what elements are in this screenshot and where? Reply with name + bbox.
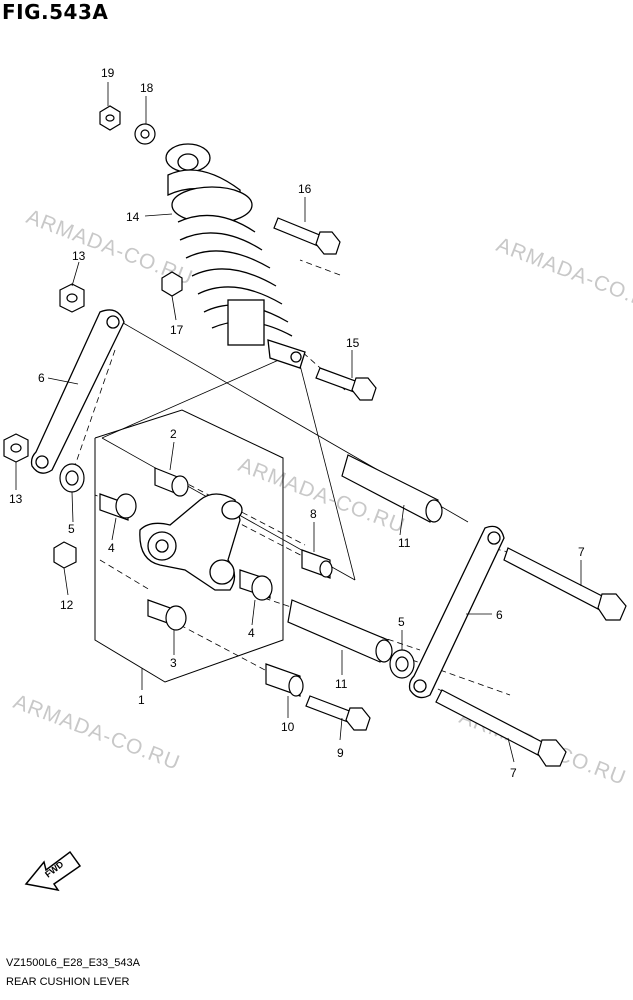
callout-11-upper: 11 — [398, 536, 411, 550]
bearing-2 — [154, 467, 189, 497]
cushion-lever — [139, 493, 243, 591]
nut-17 — [161, 271, 183, 297]
callout-17: 17 — [170, 323, 184, 337]
callout-15: 15 — [346, 336, 360, 350]
callout-9: 9 — [337, 746, 344, 760]
callout-13-bottom: 13 — [9, 492, 23, 506]
callout-1: 1 — [138, 693, 145, 707]
leader-lines — [15, 82, 582, 763]
bearing-3 — [147, 599, 187, 631]
callout-12: 12 — [60, 598, 74, 612]
callout-18: 18 — [140, 81, 154, 95]
callout-7-upper: 7 — [578, 545, 585, 559]
callout-5-left: 5 — [68, 522, 75, 536]
callout-2: 2 — [170, 427, 177, 441]
bolt-15 — [315, 367, 377, 401]
callout-4-left: 4 — [108, 541, 115, 555]
callout-19: 19 — [101, 66, 115, 80]
spacer-10 — [265, 663, 304, 697]
rear-shock-absorber — [165, 143, 306, 369]
cushion-rod-6-left — [30, 309, 125, 474]
nut-12 — [53, 541, 77, 569]
collar-11-lower — [287, 599, 393, 663]
fwd-arrow-icon: FWD — [24, 850, 82, 892]
callout-6-left: 6 — [38, 371, 45, 385]
callout-8: 8 — [310, 507, 317, 521]
callout-14: 14 — [126, 210, 140, 224]
bolt-9 — [305, 695, 371, 731]
bolt-7-lower — [435, 689, 567, 767]
bolt-7-upper — [503, 547, 627, 621]
callout-11-lower: 11 — [335, 677, 348, 691]
callout-10: 10 — [281, 720, 295, 734]
spacer-8 — [301, 549, 333, 579]
bolt-16 — [273, 217, 341, 255]
nut-13-top — [59, 283, 85, 313]
cushion-rod-6-right — [408, 525, 505, 699]
bearing-4-left — [99, 493, 137, 521]
callout-7-lower: 7 — [510, 766, 517, 780]
callout-3: 3 — [170, 656, 177, 670]
watermark-2: ARMADA-CO.RU — [493, 233, 633, 318]
collar-11-upper — [341, 454, 443, 523]
bearing-4-right — [239, 569, 273, 601]
callout-6-right: 6 — [496, 608, 503, 622]
callout-4-right: 4 — [248, 626, 255, 640]
lever-assembly-frame — [94, 409, 284, 683]
nut-13-bottom — [3, 433, 29, 463]
nut-19 — [99, 105, 121, 131]
washer-5-left — [59, 463, 85, 493]
washer-18 — [134, 123, 156, 145]
callout-numbers: 19 18 14 16 13 17 15 6 2 13 5 4 8 11 7 1… — [9, 66, 585, 780]
callout-16: 16 — [298, 182, 312, 196]
figure-title: FIG.543A — [2, 0, 109, 24]
figure-code: VZ1500L6_E28_E33_543A — [6, 957, 140, 969]
washer-5-right — [389, 649, 415, 679]
figure-subtitle: REAR CUSHION LEVER — [6, 976, 130, 988]
callout-5-right: 5 — [398, 615, 405, 629]
callout-13-top: 13 — [72, 249, 86, 263]
watermark-4: ARMADA-CO.RU — [10, 690, 183, 775]
